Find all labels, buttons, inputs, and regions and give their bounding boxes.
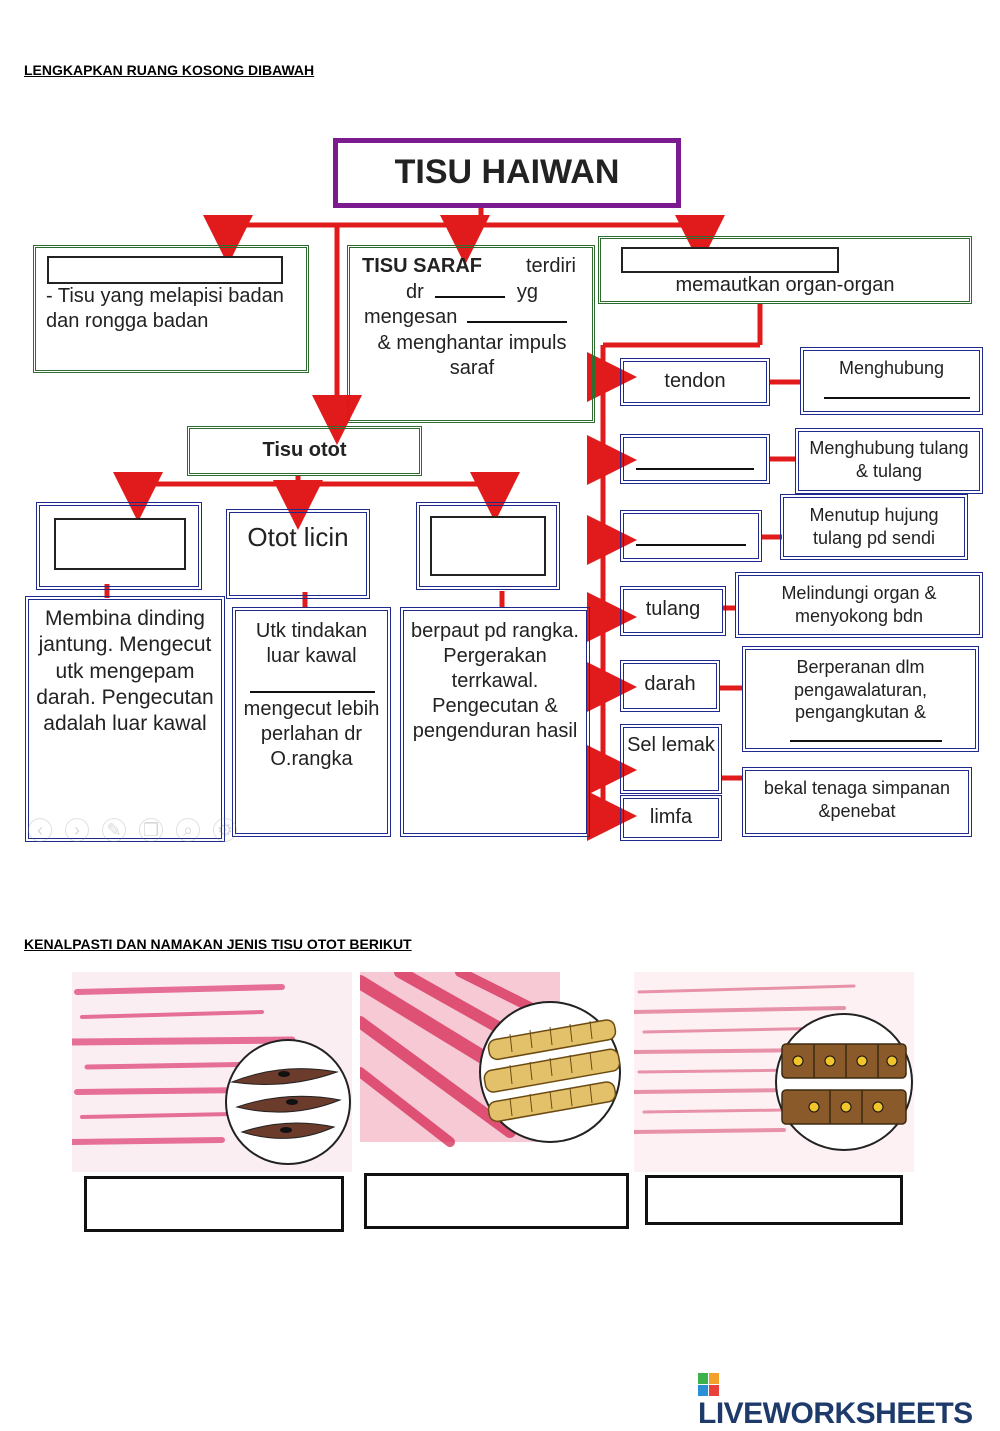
otot-rangka-title-box [416,502,560,590]
connector-lines [104,205,800,841]
item-rawan-label [620,510,762,562]
item-tendon-desc: Menghubung [800,347,983,415]
settings-icon[interactable]: ⚙ [213,818,238,842]
saraf-terdiri: terdiri [525,255,576,277]
otot-licin-desc2: mengecut lebih perlahan dr O.rangka [243,698,380,770]
tisu-penghubung-desc: memautkan organ-organ [675,274,895,296]
skeletal-muscle-image [360,972,621,1147]
item-ligamen-desc-text: Menghubung tulang & tulang [809,438,969,481]
answer-box-2[interactable] [364,1173,629,1229]
saraf-blank-1[interactable] [435,296,506,298]
item-tendon-blank[interactable] [824,397,970,399]
otot-licin-blank[interactable] [250,691,375,693]
smooth-muscle-image [72,972,352,1172]
otot-licin-desc1: Utk tindakan luar kawal [255,620,368,667]
saraf-dr: dr [406,281,424,303]
section2-heading: KENALPASTI DAN NAMAKAN JENIS TISU OTOT B… [24,936,412,952]
item-ligamen-blank[interactable] [636,468,754,470]
item-darah-blank[interactable] [790,740,942,742]
tisu-epitelium-desc: - Tisu yang melapisi badan dan rongga ba… [46,285,284,332]
item-darah-desc: Berperanan dlm pengawalaturan, pengangku… [742,646,979,752]
otot-jantung-answer[interactable] [54,518,186,570]
otot-jantung-desc-box: Membina dinding jantung. Mengecut utk me… [25,596,225,842]
item-ligamen-desc: Menghubung tulang & tulang [795,428,983,494]
otot-rangka-answer[interactable] [430,516,546,576]
section1-heading: LENGKAPKAN RUANG KOSONG DIBAWAH [24,62,315,78]
otot-rangka-desc: berpaut pd rangka. Pergerakan terrkawal.… [411,620,579,742]
root-box: TISU HAIWAN [333,138,681,208]
item-limfa-label: limfa [620,795,722,841]
tisu-penghubung-answer[interactable] [621,247,839,273]
liveworksheets-logo-icon [698,1373,720,1397]
prev-icon[interactable]: ‹ [28,818,52,842]
otot-licin-desc-box: Utk tindakan luar kawal mengecut lebih p… [232,607,391,837]
zoom-icon[interactable]: ⌕ [176,818,201,842]
saraf-blank-2[interactable] [466,321,567,323]
item-sel-lemak-desc: bekal tenaga simpanan &penebat [742,767,972,837]
tisu-epitelium-answer[interactable] [47,256,283,284]
saraf-line1: TISU SARAF terdiri [362,254,582,279]
otot-rangka-desc-box: berpaut pd rangka. Pergerakan terrkawal.… [400,607,590,837]
item-tulang-desc-text: Melindungi organ & menyokong bdn [781,583,937,626]
next-icon[interactable]: › [65,818,90,842]
tisu-otot-box: Tisu otot [187,426,422,476]
otot-licin-title-box: Otot licin [226,509,370,599]
saraf-yg: yg [516,281,539,303]
saraf-title: TISU SARAF [362,255,482,277]
answer-box-3[interactable] [645,1175,903,1225]
tisu-epitelium-box: - Tisu yang melapisi badan dan rongga ba… [33,245,309,373]
saraf-line2: dr yg [406,280,538,305]
footer-logo: LIVEWORKSHEETS [698,1373,1000,1430]
footer-brand[interactable]: LIVEWORKSHEETS [698,1397,973,1430]
item-tendon-label: tendon [620,358,770,406]
saraf-line4: & menghantar impuls saraf [377,332,567,379]
saraf-line3: mengesan [364,305,567,330]
item-rawan-desc: Menutup hujung tulang pd sendi [780,494,968,560]
pencil-icon[interactable]: ✎ [102,818,127,842]
item-tulang-desc: Melindungi organ & menyokong bdn [735,572,983,638]
item-darah-label: darah [620,660,720,712]
otot-jantung-title-box [36,502,202,590]
item-ligamen-label [620,434,770,484]
item-darah-desc-text: Berperanan dlm pengawalaturan, pengangku… [793,657,928,722]
tisu-penghubung-box: memautkan organ-organ [598,236,972,304]
item-tendon-desc-text: Menghubung [838,358,945,378]
item-rawan-blank[interactable] [636,544,746,546]
answer-box-1[interactable] [84,1176,344,1232]
saraf-mengesan: mengesan [364,306,458,328]
item-tulang-label: tulang [620,586,726,636]
cardiac-muscle-image [634,972,914,1172]
otot-licin-title: Otot licin [247,522,349,552]
item-rawan-desc-text: Menutup hujung tulang pd sendi [809,505,939,548]
item-sel-lemak-desc-text: bekal tenaga simpanan &penebat [763,778,951,821]
otot-jantung-desc: Membina dinding jantung. Mengecut utk me… [36,607,214,735]
tisu-saraf-box: TISU SARAF terdiri dr yg mengesan & meng… [347,245,595,423]
viewer-toolbar: ‹ › ✎ ❐ ⌕ ⚙ [28,818,248,846]
copy-icon[interactable]: ❐ [139,818,164,842]
item-sel-lemak-label: Sel lemak [620,724,722,794]
